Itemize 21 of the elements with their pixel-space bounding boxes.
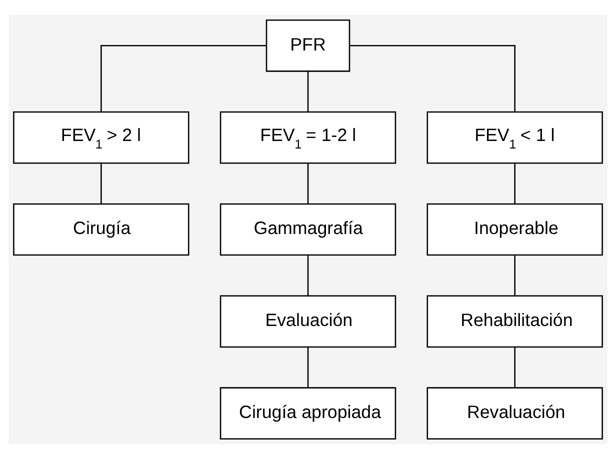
connector (514, 347, 516, 388)
node-box: Inoperable (426, 203, 603, 256)
node-box: Rehabilitación (426, 295, 603, 348)
node-box: Gammagrafía (220, 203, 396, 256)
node-box: FEV$_{1}$ < 1 l (426, 111, 603, 164)
connector (100, 45, 266, 112)
node-box: Evaluación (220, 295, 396, 348)
connector (307, 71, 309, 112)
node-box: FEV$_{1}$ > 2 l (13, 111, 190, 164)
node-box: Revaluación (426, 387, 603, 440)
connector (514, 163, 516, 204)
connector (100, 163, 102, 204)
node-box: Cirugía (13, 203, 190, 256)
connector (514, 255, 516, 296)
connector (307, 163, 309, 204)
connector (350, 45, 516, 112)
node-box: PFR (266, 19, 350, 72)
node-box: FEV$_{1}$ = 1-2 l (220, 111, 396, 164)
node-box: Cirugía apropiada (220, 387, 396, 440)
connector (307, 347, 309, 388)
connector (307, 255, 309, 296)
